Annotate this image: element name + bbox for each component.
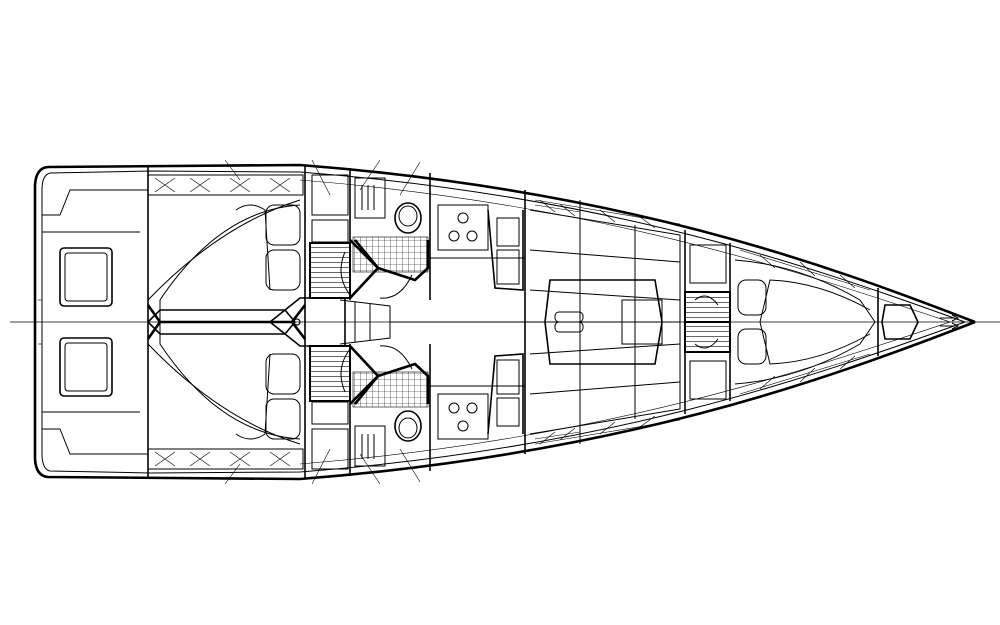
background xyxy=(0,0,1000,625)
boat-layout-plan xyxy=(0,0,1000,625)
